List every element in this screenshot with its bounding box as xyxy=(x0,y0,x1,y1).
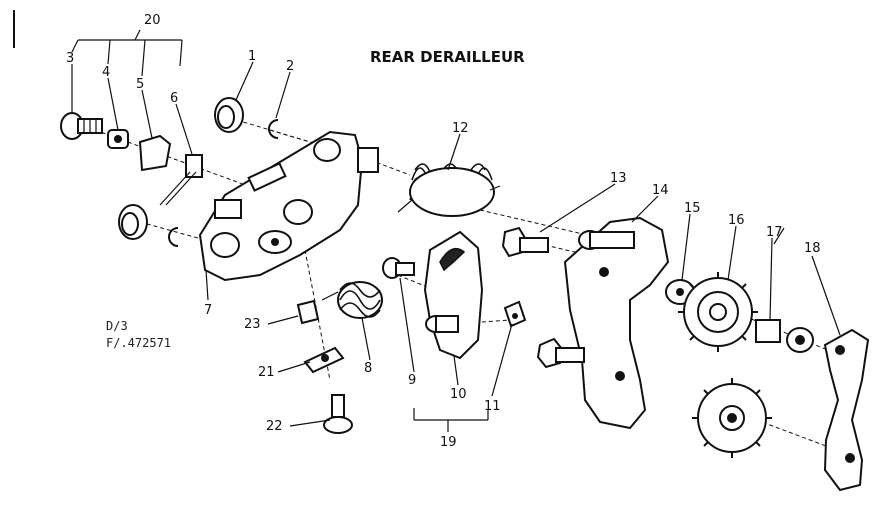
callout-21: 21 xyxy=(258,365,275,380)
callout-19: 19 xyxy=(440,435,457,450)
callout-labels: 20 3 4 5 6 1 2 12 13 14 15 16 17 18 7 23… xyxy=(66,13,821,450)
leader-lines xyxy=(71,29,841,432)
part-pulley-16 xyxy=(678,272,758,352)
callout-16: 16 xyxy=(728,213,745,228)
callout-7: 7 xyxy=(204,303,212,318)
callout-18: 18 xyxy=(804,241,821,256)
callout-3: 3 xyxy=(66,51,74,66)
callout-13: 13 xyxy=(610,171,627,186)
part-cage-plate-14 xyxy=(563,216,670,430)
callout-15: 15 xyxy=(684,201,701,216)
part-screw-22 xyxy=(323,394,353,434)
callout-11: 11 xyxy=(484,399,501,414)
part-cage-plate-18 xyxy=(823,328,870,492)
part-bushing-1 xyxy=(214,97,244,133)
callout-23: 23 xyxy=(244,317,261,332)
callout-17: 17 xyxy=(766,225,783,240)
part-block-23 xyxy=(296,299,320,325)
callout-14: 14 xyxy=(652,183,669,198)
callout-8: 8 xyxy=(364,361,372,376)
part-cage-plate-10 xyxy=(423,230,484,360)
callout-1: 1 xyxy=(248,49,256,64)
part-clip-2 xyxy=(268,119,279,139)
part-plate-5 xyxy=(138,134,172,172)
part-bushing-lower xyxy=(118,204,148,240)
part-spring-12 xyxy=(397,163,501,217)
callout-5: 5 xyxy=(136,77,144,92)
part-main-body-7 xyxy=(198,130,379,282)
part-spring-8 xyxy=(321,281,383,319)
part-bolt-3 xyxy=(60,112,103,140)
callout-22: 22 xyxy=(266,419,283,434)
code-line-1: D/3 xyxy=(106,319,128,333)
callout-12: 12 xyxy=(452,121,469,136)
callout-10: 10 xyxy=(450,387,467,402)
part-pin-6 xyxy=(159,154,203,206)
callout-2: 2 xyxy=(286,59,294,74)
part-plate-21 xyxy=(303,346,345,374)
code-line-2: F/.472571 xyxy=(106,336,171,350)
part-bolt-13 xyxy=(501,226,549,258)
part-sleeve-17 xyxy=(755,319,814,353)
part-cap-11 xyxy=(503,300,527,328)
part-bolt-9 xyxy=(382,257,415,279)
callout-9: 9 xyxy=(408,373,416,388)
diagram-title: REAR DERAILLEUR xyxy=(370,48,525,66)
callout-6: 6 xyxy=(170,91,178,106)
part-clip-lower xyxy=(168,227,179,247)
callout-20: 20 xyxy=(144,13,161,28)
part-pulley-lower xyxy=(692,378,772,458)
callout-4: 4 xyxy=(102,65,110,80)
part-nut-4 xyxy=(107,129,129,149)
part-bolt-lower xyxy=(536,337,585,369)
